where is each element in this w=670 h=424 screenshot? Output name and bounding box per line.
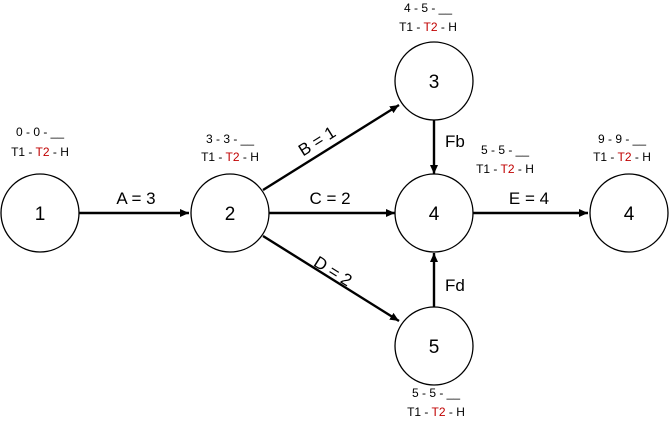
edge-a-label: A = 3 xyxy=(116,189,155,208)
node-4-end-legend: T1 - T2 - H xyxy=(593,150,651,164)
edge-b: B = 1 xyxy=(262,103,400,192)
node-4-label: 4 xyxy=(429,204,440,225)
edge-e-label: E = 4 xyxy=(509,189,549,208)
edge-a: A = 3 xyxy=(79,189,189,217)
node-4-end-times: 9 - 9 - __ xyxy=(598,132,646,146)
node-4-times: 5 - 5 - __ xyxy=(481,143,529,157)
node-4-legend: T1 - T2 - H xyxy=(476,162,534,176)
node-2-label: 2 xyxy=(225,204,236,225)
edge-c: C = 2 xyxy=(268,189,395,217)
node-4-end-label: 4 xyxy=(624,204,635,225)
node-1-times: 0 - 0 - __ xyxy=(16,125,64,139)
node-4-annotation: 5 - 5 - __ T1 - T2 - H xyxy=(476,143,534,176)
node-5-annotation: 5 - 5 - __ T1 - T2 - H xyxy=(407,386,465,419)
node-3-legend: T1 - T2 - H xyxy=(399,20,457,34)
node-4: 4 xyxy=(394,173,474,253)
node-1: 1 xyxy=(0,173,80,253)
edge-d: D = 2 xyxy=(262,234,400,323)
node-5-label: 5 xyxy=(429,337,440,358)
node-5-times: 5 - 5 - __ xyxy=(412,386,460,400)
edge-e: E = 4 xyxy=(473,189,588,217)
edge-fb: Fb xyxy=(430,120,465,174)
node-2: 2 xyxy=(190,173,270,253)
node-3-label: 3 xyxy=(429,72,440,93)
edge-b-label: B = 1 xyxy=(295,123,339,160)
node-3-annotation: 4 - 5 - __ T1 - T2 - H xyxy=(399,1,457,34)
node-1-annotation: 0 - 0 - __ T1 - T2 - H xyxy=(11,125,69,159)
edge-fb-label: Fb xyxy=(445,132,465,151)
node-2-times: 3 - 3 - __ xyxy=(206,132,254,146)
node-4-end: 4 xyxy=(589,173,669,253)
node-1-label: 1 xyxy=(35,204,46,225)
node-1-legend: T1 - T2 - H xyxy=(11,145,69,159)
edge-fd-label: Fd xyxy=(445,276,465,295)
node-2-legend: T1 - T2 - H xyxy=(201,150,259,164)
edge-d-label: D = 2 xyxy=(310,252,355,290)
node-3-times: 4 - 5 - __ xyxy=(404,1,452,15)
node-4-end-annotation: 9 - 9 - __ T1 - T2 - H xyxy=(593,132,651,164)
node-3: 3 xyxy=(394,41,474,121)
edge-fd: Fd xyxy=(430,253,465,307)
node-5-legend: T1 - T2 - H xyxy=(407,405,465,419)
node-2-annotation: 3 - 3 - __ T1 - T2 - H xyxy=(201,132,259,164)
node-5: 5 xyxy=(394,306,474,386)
edge-c-label: C = 2 xyxy=(309,189,350,208)
